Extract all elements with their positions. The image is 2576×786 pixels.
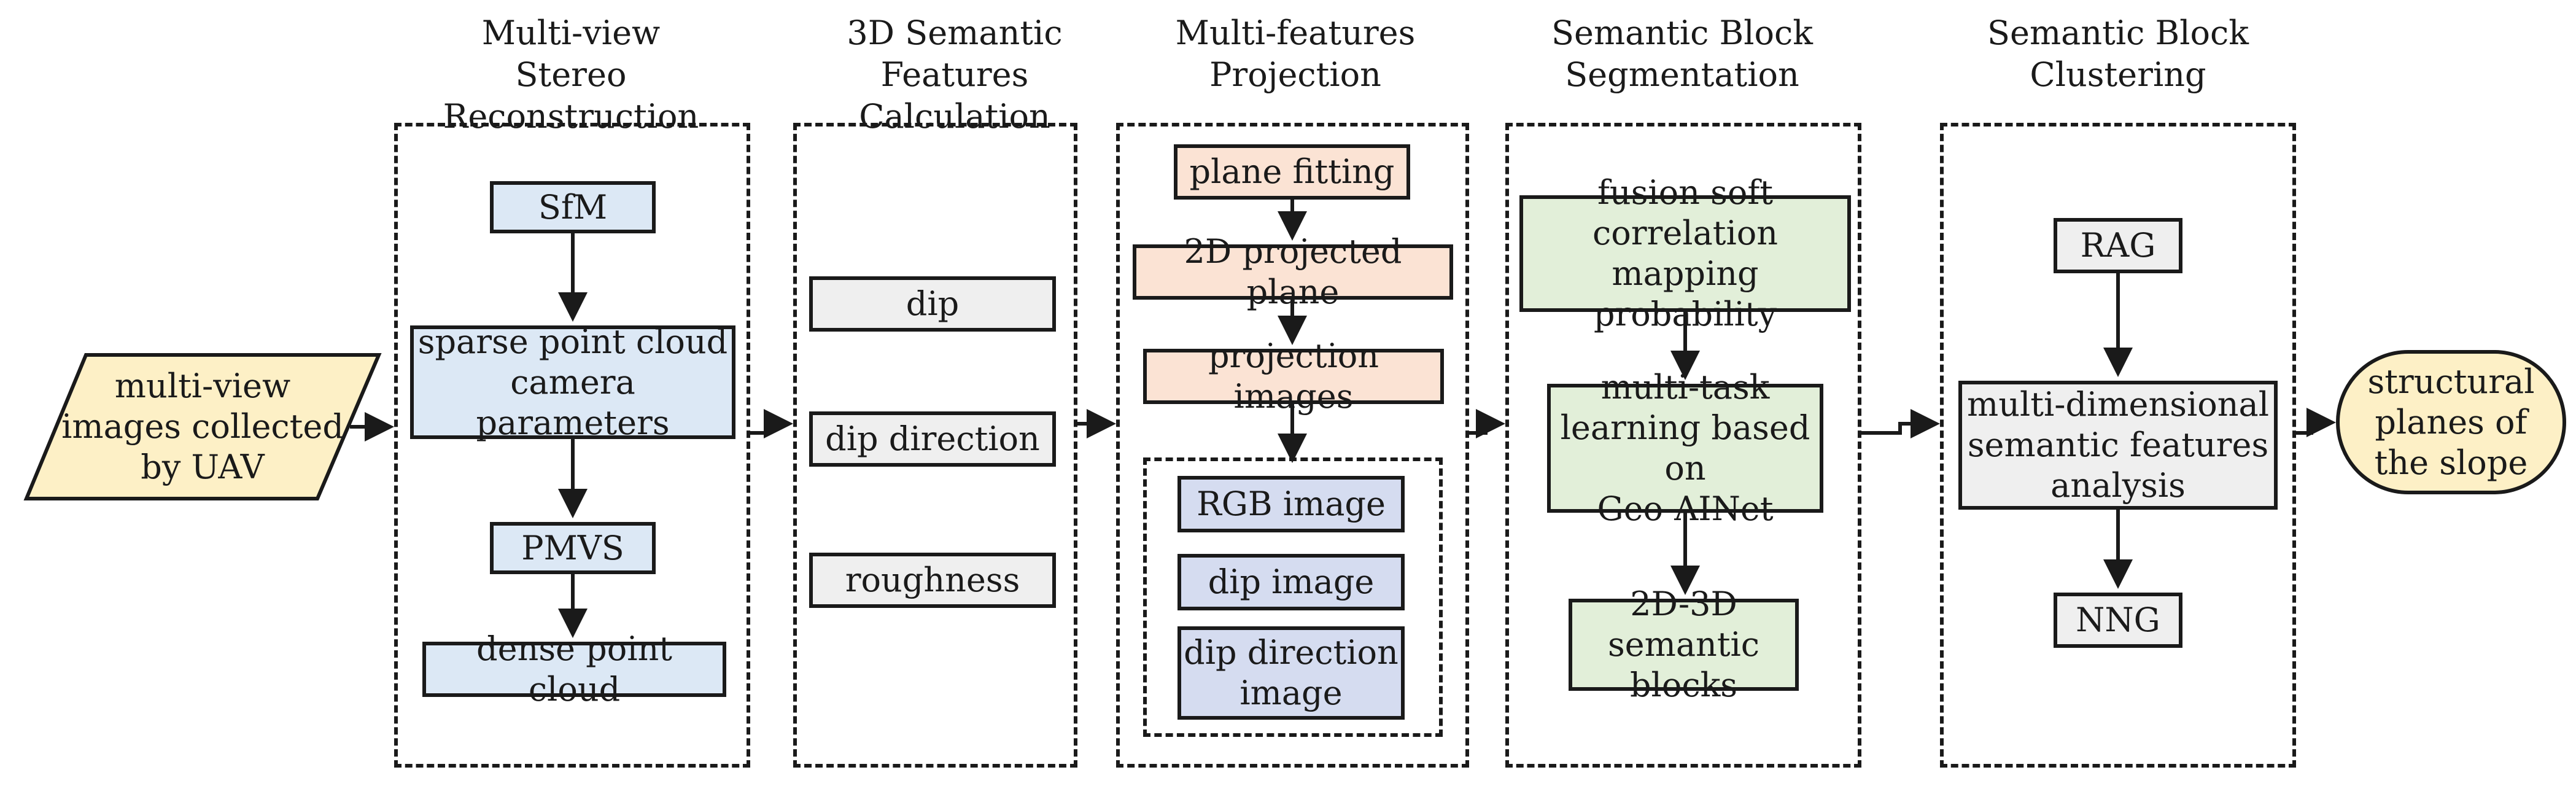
stage-title-segmentation: Semantic Block Segmentation <box>1551 14 1813 94</box>
sparse-point-cloud-node: sparse point cloud camera parameters <box>410 322 735 442</box>
dip-node: dip <box>809 276 1056 332</box>
multitask-learning-node: multi-task learning based on Geo-AINet <box>1547 368 1823 528</box>
arrow-clustering-to-output <box>2296 408 2336 437</box>
plane-fitting-node: plane fitting <box>1174 144 1410 200</box>
stage-box-projection <box>1116 123 1469 768</box>
stage-box-clustering <box>1940 123 2296 768</box>
stage-title-feature-calculation: 3D Semantic Features Calculation <box>847 14 1063 136</box>
pmvs-node: PMVS <box>490 522 656 574</box>
dip-direction-image-node: dip direction image <box>1177 626 1405 720</box>
rgb-image-node: RGB image <box>1177 476 1405 532</box>
dip-direction-node: dip direction <box>809 411 1056 467</box>
semantic-analysis-node: multi-dimensional semantic features anal… <box>1958 381 2278 510</box>
sfm-node: SfM <box>490 181 656 233</box>
roughness-node: roughness <box>809 553 1056 608</box>
arrow-projection-to-segmentation <box>1469 409 1505 438</box>
stage-title-clustering: Semantic Block Clustering <box>1987 14 2249 94</box>
stage-box-segmentation <box>1505 123 1861 768</box>
rag-node: RAG <box>2054 218 2182 273</box>
stage-box-reconstruction <box>394 123 750 768</box>
stage-title-projection: Multi-features Projection <box>1175 14 1416 94</box>
nng-node: NNG <box>2054 593 2182 648</box>
stage-title-reconstruction: Multi-view Stereo Reconstruction <box>443 14 699 136</box>
input-shape <box>23 353 382 500</box>
input-images-label: multi-view images collected by UAV <box>61 367 344 486</box>
stage-box-feature-calculation <box>793 123 1077 768</box>
arrow-reconstruction-to-features <box>750 409 793 438</box>
output-structural-planes: structural planes of the slope <box>2336 350 2566 494</box>
dip-image-node: dip image <box>1177 554 1405 610</box>
arrow-segmentation-to-clustering <box>1861 409 1940 438</box>
